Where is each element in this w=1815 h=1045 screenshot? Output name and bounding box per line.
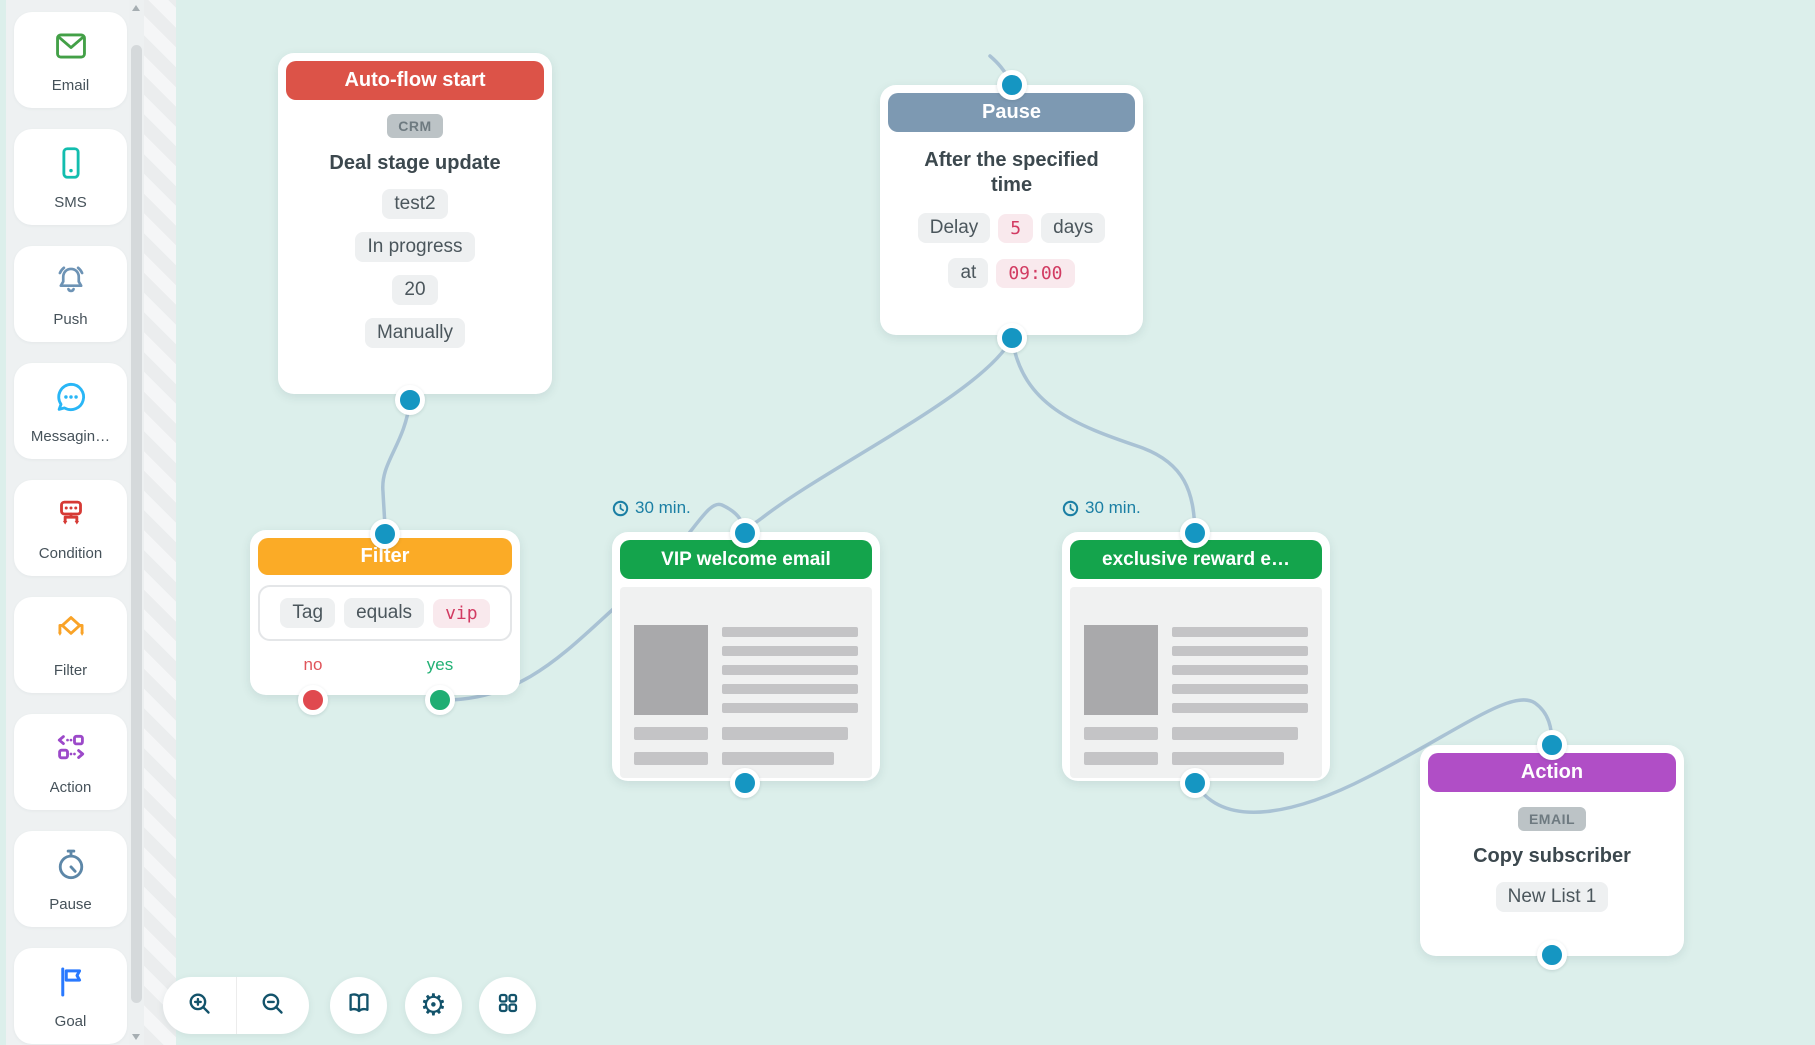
pause-at-value[interactable]: 09:00 (996, 258, 1075, 288)
messaging-chat-icon (52, 378, 90, 421)
reward-email-wait-label: 30 min. (1062, 498, 1141, 518)
port-action-in[interactable] (1537, 730, 1567, 760)
autoflow-chip-amount: 20 (392, 275, 438, 305)
settings-button[interactable]: ⚙ (405, 977, 462, 1034)
node-exclusive-reward-email[interactable]: exclusive reward e… (1062, 532, 1330, 781)
pause-delay-unit: days (1041, 213, 1106, 243)
port-action-out[interactable] (1537, 940, 1567, 970)
sidebar-item-label: SMS (54, 193, 87, 211)
port-reward-email-in[interactable] (1180, 518, 1210, 548)
autoflow-subtitle: Deal stage update (329, 152, 501, 174)
sidebar-item-filter[interactable]: Filter (14, 597, 127, 693)
grid-blocks-icon (495, 990, 521, 1021)
scroll-down-arrow-icon[interactable] (132, 1034, 140, 1040)
sidebar-item-label: Push (53, 310, 88, 328)
crm-badge: CRM (387, 114, 443, 138)
scrollbar-thumb[interactable] (131, 45, 142, 1003)
node-reward-email-header: exclusive reward e… (1070, 540, 1322, 579)
autoflow-chip-stage: In progress (355, 232, 475, 262)
condition-branch-icon (52, 495, 90, 538)
clock-icon (612, 500, 629, 516)
filter-no-label: no (303, 655, 323, 674)
zoom-out-icon (259, 990, 286, 1022)
email-envelope-icon (52, 27, 90, 70)
sidebar-item-label: Action (49, 778, 92, 796)
zoom-in-button[interactable] (163, 977, 236, 1034)
sidebar-item-action[interactable]: Action (14, 714, 127, 810)
action-subtitle: Copy subscriber (1473, 845, 1631, 867)
node-pause[interactable]: Pause After the specified time Delay 5 d… (880, 85, 1143, 335)
zoom-out-button[interactable] (237, 977, 310, 1034)
port-filter-yes[interactable] (425, 685, 455, 715)
node-action-copy-subscriber[interactable]: Action EMAIL Copy subscriber New List 1 (1420, 745, 1684, 956)
node-autoflow-start-header: Auto-flow start (286, 61, 544, 100)
sidebar-item-pause[interactable]: Pause (14, 831, 127, 927)
node-filter[interactable]: Filter Tag equals vip no yes (250, 530, 520, 695)
port-pause-out[interactable] (997, 323, 1027, 353)
pause-stopwatch-icon (52, 846, 90, 889)
block-palette-sidebar: Email SMS Push (6, 0, 129, 1045)
port-filter-no[interactable] (298, 685, 328, 715)
canvas-edge-stripes (144, 0, 176, 1045)
clock-icon (1062, 500, 1079, 516)
zoom-in-icon (186, 990, 213, 1022)
action-list-chip: New List 1 (1495, 882, 1609, 912)
port-reward-email-out[interactable] (1180, 768, 1210, 798)
sms-phone-icon (52, 144, 90, 187)
port-pause-in[interactable] (997, 70, 1027, 100)
filter-condition-box[interactable]: Tag equals vip (258, 585, 512, 641)
filter-field-chip: Tag (280, 598, 336, 628)
port-vip-email-out[interactable] (730, 768, 760, 798)
pause-delay-label: Delay (917, 213, 991, 243)
sidebar-item-label: Condition (38, 544, 103, 562)
blocks-button[interactable] (479, 977, 536, 1034)
email-preview-image-placeholder (634, 625, 708, 715)
goal-flag-icon (52, 963, 90, 1006)
sidebar-item-sms[interactable]: SMS (14, 129, 127, 225)
filter-value-chip: vip (433, 598, 490, 628)
email-preview-image-placeholder (1084, 625, 1158, 715)
filter-yes-label: yes (426, 655, 454, 674)
sidebar-item-messaging[interactable]: Messagin… (14, 363, 127, 459)
sidebar-item-label: Email (51, 76, 90, 94)
sidebar-scrollbar[interactable] (129, 0, 144, 1045)
scroll-up-arrow-icon[interactable] (132, 5, 140, 11)
sidebar-item-label: Messagin… (30, 427, 111, 445)
toolbar-divider (235, 977, 237, 1034)
autoflow-chip-mode: Manually (364, 318, 466, 348)
sidebar-item-label: Pause (49, 895, 92, 913)
sidebar-item-goal[interactable]: Goal (14, 948, 127, 1044)
push-bell-icon (52, 261, 90, 304)
sidebar-item-email[interactable]: Email (14, 12, 127, 108)
port-vip-email-in[interactable] (730, 518, 760, 548)
sidebar-item-label: Filter (53, 661, 88, 679)
autoflow-chip-pipeline: test2 (382, 189, 448, 219)
wire-autoflow-to-filter (381, 398, 412, 536)
pause-at-label: at (948, 258, 989, 288)
vip-email-wait-label: 30 min. (612, 498, 691, 518)
reward-email-preview-thumbnail (1070, 587, 1322, 778)
gear-icon: ⚙ (420, 987, 447, 1023)
wire-pause-to-vip (743, 336, 1014, 535)
port-autoflow-out[interactable] (395, 385, 425, 415)
sidebar-item-label: Goal (54, 1012, 87, 1030)
guide-button[interactable] (330, 977, 387, 1034)
pause-delay-value[interactable]: 5 (998, 213, 1034, 243)
action-squares-icon (52, 729, 90, 772)
filter-diamond-icon (52, 612, 90, 655)
port-filter-in[interactable] (370, 519, 400, 549)
sidebar-item-push[interactable]: Push (14, 246, 127, 342)
node-pause-header: Pause (888, 93, 1135, 132)
open-book-icon (345, 989, 373, 1022)
node-vip-welcome-email[interactable]: VIP welcome email (612, 532, 880, 781)
pause-subtitle: After the specified time (924, 149, 1099, 196)
sidebar-item-condition[interactable]: Condition (14, 480, 127, 576)
zoom-control-pill (163, 977, 309, 1034)
node-autoflow-start[interactable]: Auto-flow start CRM Deal stage update te… (278, 53, 552, 394)
filter-operator-chip: equals (344, 598, 425, 628)
vip-email-preview-thumbnail (620, 587, 872, 778)
email-badge: EMAIL (1517, 807, 1587, 831)
